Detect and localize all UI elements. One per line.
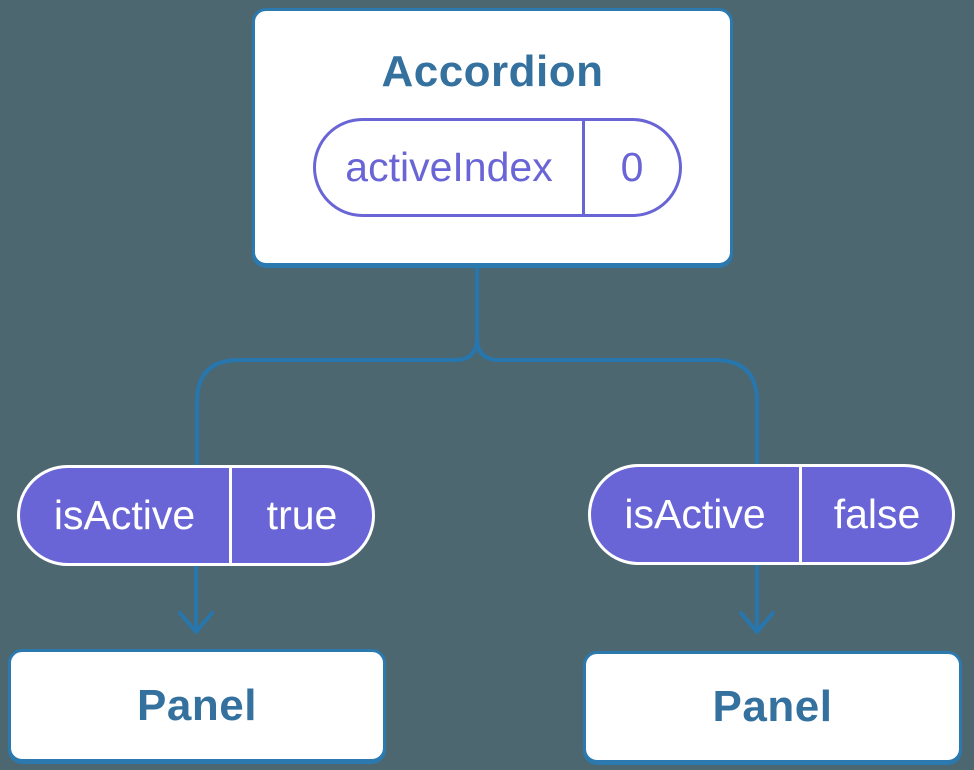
- panel-component-node-right: Panel: [583, 651, 962, 763]
- prop-pill-value: false: [833, 491, 921, 537]
- prop-pill-isactive-false: isActive false: [588, 464, 955, 565]
- accordion-node-title: Accordion: [381, 47, 604, 96]
- prop-pill-isactive-true: isActive true: [17, 465, 375, 566]
- prop-pill-value: true: [266, 492, 338, 538]
- connector-right-branch-line: [475, 264, 759, 468]
- panel-component-node-left: Panel: [8, 649, 386, 762]
- state-pill-activeindex: activeIndex 0: [313, 118, 682, 217]
- state-pill-name: activeIndex: [316, 121, 585, 214]
- prop-pill-name: isActive: [20, 468, 232, 563]
- arrow-down-left-icon: [178, 564, 214, 634]
- connector-left-branch-line: [195, 264, 479, 469]
- panel-node-title: Panel: [712, 682, 833, 731]
- panel-node-title: Panel: [137, 680, 257, 730]
- arrow-down-right-icon: [739, 563, 775, 634]
- state-pill-value: 0: [620, 144, 644, 190]
- prop-pill-name: isActive: [591, 467, 802, 562]
